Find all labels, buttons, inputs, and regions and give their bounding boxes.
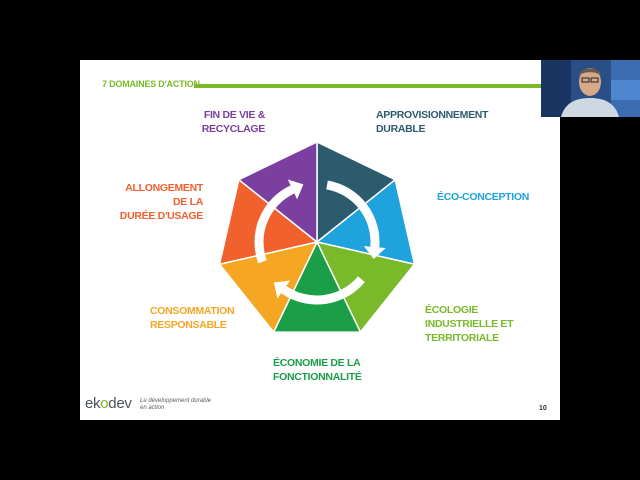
label-fin-de-vie-recyclage: FIN DE VIE & RECYCLAGE bbox=[195, 108, 266, 136]
label-line: CONSOMMATION bbox=[150, 305, 235, 317]
cycle-arrow-head bbox=[273, 280, 291, 299]
presenter-avatar bbox=[541, 60, 640, 117]
label-approvisionnement-durable: APPROVISIONNEMENT DURABLE bbox=[376, 108, 488, 136]
cycle-arrow-arc bbox=[281, 276, 365, 305]
cycle-arrow-head bbox=[363, 246, 386, 260]
label-line: TERRITORIALE bbox=[425, 332, 499, 344]
label-line: ÉCONOMIE DE LA bbox=[273, 357, 361, 369]
label-line: ÉCOLOGIE bbox=[425, 304, 479, 316]
label-line: ALLONGEMENT DE LA bbox=[125, 182, 203, 208]
page-number: 10 bbox=[539, 405, 547, 412]
tagline-line: Le développement durable bbox=[140, 398, 212, 404]
section-title: 7 DOMAINES D'ACTION bbox=[102, 79, 200, 89]
label-economie-fonctionnalite: ÉCONOMIE DE LA FONCTIONNALITÉ bbox=[273, 356, 362, 384]
title-underline bbox=[194, 84, 560, 88]
label-allongement-duree-usage: ALLONGEMENT DE LA DURÉE D'USAGE bbox=[110, 181, 204, 223]
webcam-video-feed bbox=[541, 60, 640, 117]
label-line: RESPONSABLE bbox=[150, 319, 227, 331]
cycle-arrow-head bbox=[287, 179, 304, 200]
label-ecologie-industrielle: ÉCOLOGIE INDUSTRIELLE ET TERRITORIALE bbox=[425, 303, 514, 345]
label-line: FONCTIONNALITÉ bbox=[273, 371, 362, 383]
cycle-arrows-icon bbox=[254, 179, 386, 305]
action-domains-wheel bbox=[218, 140, 416, 334]
wheel-slices bbox=[218, 140, 416, 334]
label-line: RECYCLAGE bbox=[201, 123, 266, 135]
label-line: DURABLE bbox=[376, 123, 426, 135]
cycle-arrow-arc bbox=[326, 180, 380, 248]
presentation-slide: 7 DOMAINES D'ACTION APPROVISIONNEMENT DU… bbox=[80, 60, 560, 420]
label-line: FIN DE VIE & bbox=[203, 109, 265, 121]
label-line: ÉCO-CONCEPTION bbox=[437, 191, 530, 203]
wheel-slice-fin-de-vie bbox=[237, 140, 318, 244]
label-eco-conception: ÉCO-CONCEPTION bbox=[437, 190, 529, 204]
tagline: Le développement durable en action bbox=[140, 398, 211, 412]
label-line: APPROVISIONNEMENT bbox=[376, 109, 489, 121]
tagline-line: en action bbox=[140, 405, 165, 411]
label-consommation-responsable: CONSOMMATION RESPONSABLE bbox=[150, 304, 235, 332]
label-line: INDUSTRIELLE ET bbox=[425, 318, 514, 330]
ekodev-logo: ekodev bbox=[85, 395, 132, 412]
label-line: DURÉE D'USAGE bbox=[119, 210, 204, 222]
cycle-arrow-arc bbox=[254, 185, 295, 264]
